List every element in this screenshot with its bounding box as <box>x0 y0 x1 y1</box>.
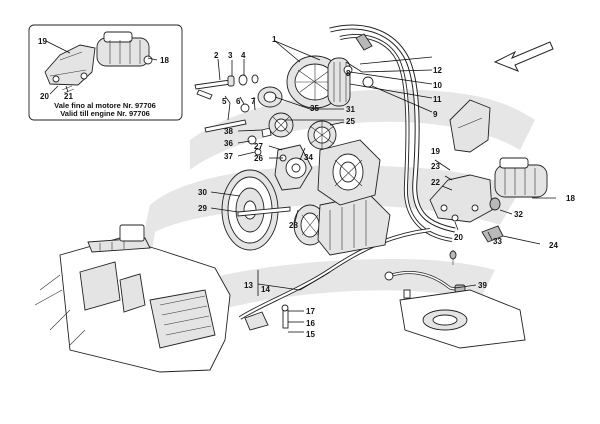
callout-17: 17 <box>306 307 315 316</box>
callout-18-inset: 18 <box>160 56 169 65</box>
callout-18: 18 <box>566 194 575 203</box>
callout-39: 39 <box>478 281 487 290</box>
callout-20-inset: 20 <box>40 92 49 101</box>
callout-28: 28 <box>289 221 298 230</box>
engine-block <box>317 139 381 206</box>
callout-36: 36 <box>224 139 233 148</box>
callout-22: 22 <box>431 178 440 187</box>
floor-plate <box>399 250 526 349</box>
callout-16: 16 <box>306 319 315 328</box>
callout-12: 12 <box>433 66 442 75</box>
callout-23: 23 <box>431 162 440 171</box>
ac-compressor <box>293 194 391 256</box>
callout-34: 34 <box>304 153 313 162</box>
callout-38: 38 <box>224 127 233 136</box>
belt-tensioner <box>274 144 313 191</box>
callout-1: 1 <box>272 35 277 44</box>
callout-20: 20 <box>454 233 463 242</box>
callout-8: 8 <box>346 69 351 78</box>
callout-26: 26 <box>254 154 263 163</box>
callout-33: 33 <box>493 237 502 246</box>
callout-10: 10 <box>433 81 442 90</box>
callout-4: 4 <box>241 51 246 60</box>
inset-note-en: Valid till engine Nr. 97706 <box>60 109 150 118</box>
inset-box: 19 18 20 21 Vale fino al motore Nr. 9770… <box>28 24 183 121</box>
callout-35: 35 <box>310 104 319 113</box>
callout-9: 9 <box>433 110 438 119</box>
inset-note-it: Vale fino al motore Nr. 97706 <box>54 101 156 110</box>
callout-labels: 1 2 3 4 5 6 7 8 9 10 11 12 13 14 15 16 1… <box>198 35 575 339</box>
callout-15: 15 <box>306 330 315 339</box>
callout-30: 30 <box>198 188 207 197</box>
alternator-pulley <box>257 86 283 108</box>
bolt-assembly-top <box>194 74 259 100</box>
engine-bay-electronics <box>34 224 231 373</box>
callout-19-inset: 19 <box>38 37 47 46</box>
alternator <box>286 55 374 109</box>
cable-clamp <box>244 304 289 331</box>
callout-27: 27 <box>254 142 263 151</box>
callout-19: 19 <box>431 147 440 156</box>
callout-13: 13 <box>244 281 253 290</box>
callout-7: 7 <box>251 97 256 106</box>
leader-lines <box>210 40 556 333</box>
starter-motor <box>429 99 548 243</box>
callout-6: 6 <box>236 97 241 106</box>
callout-21-inset: 21 <box>64 92 73 101</box>
callout-2: 2 <box>214 51 219 60</box>
callout-24: 24 <box>549 241 558 250</box>
callout-11: 11 <box>433 95 442 104</box>
wiring-harness <box>238 24 466 320</box>
callout-37: 37 <box>224 152 233 161</box>
callout-5: 5 <box>222 97 227 106</box>
tensioner-bolts <box>204 103 272 156</box>
arrow-up-left-icon <box>493 41 554 72</box>
callout-3: 3 <box>228 51 233 60</box>
callout-25: 25 <box>346 117 355 126</box>
idler-pulleys <box>268 112 337 150</box>
callout-31: 31 <box>346 105 355 114</box>
callout-32: 32 <box>514 210 523 219</box>
callout-29: 29 <box>198 204 207 213</box>
callout-14: 14 <box>261 285 270 294</box>
